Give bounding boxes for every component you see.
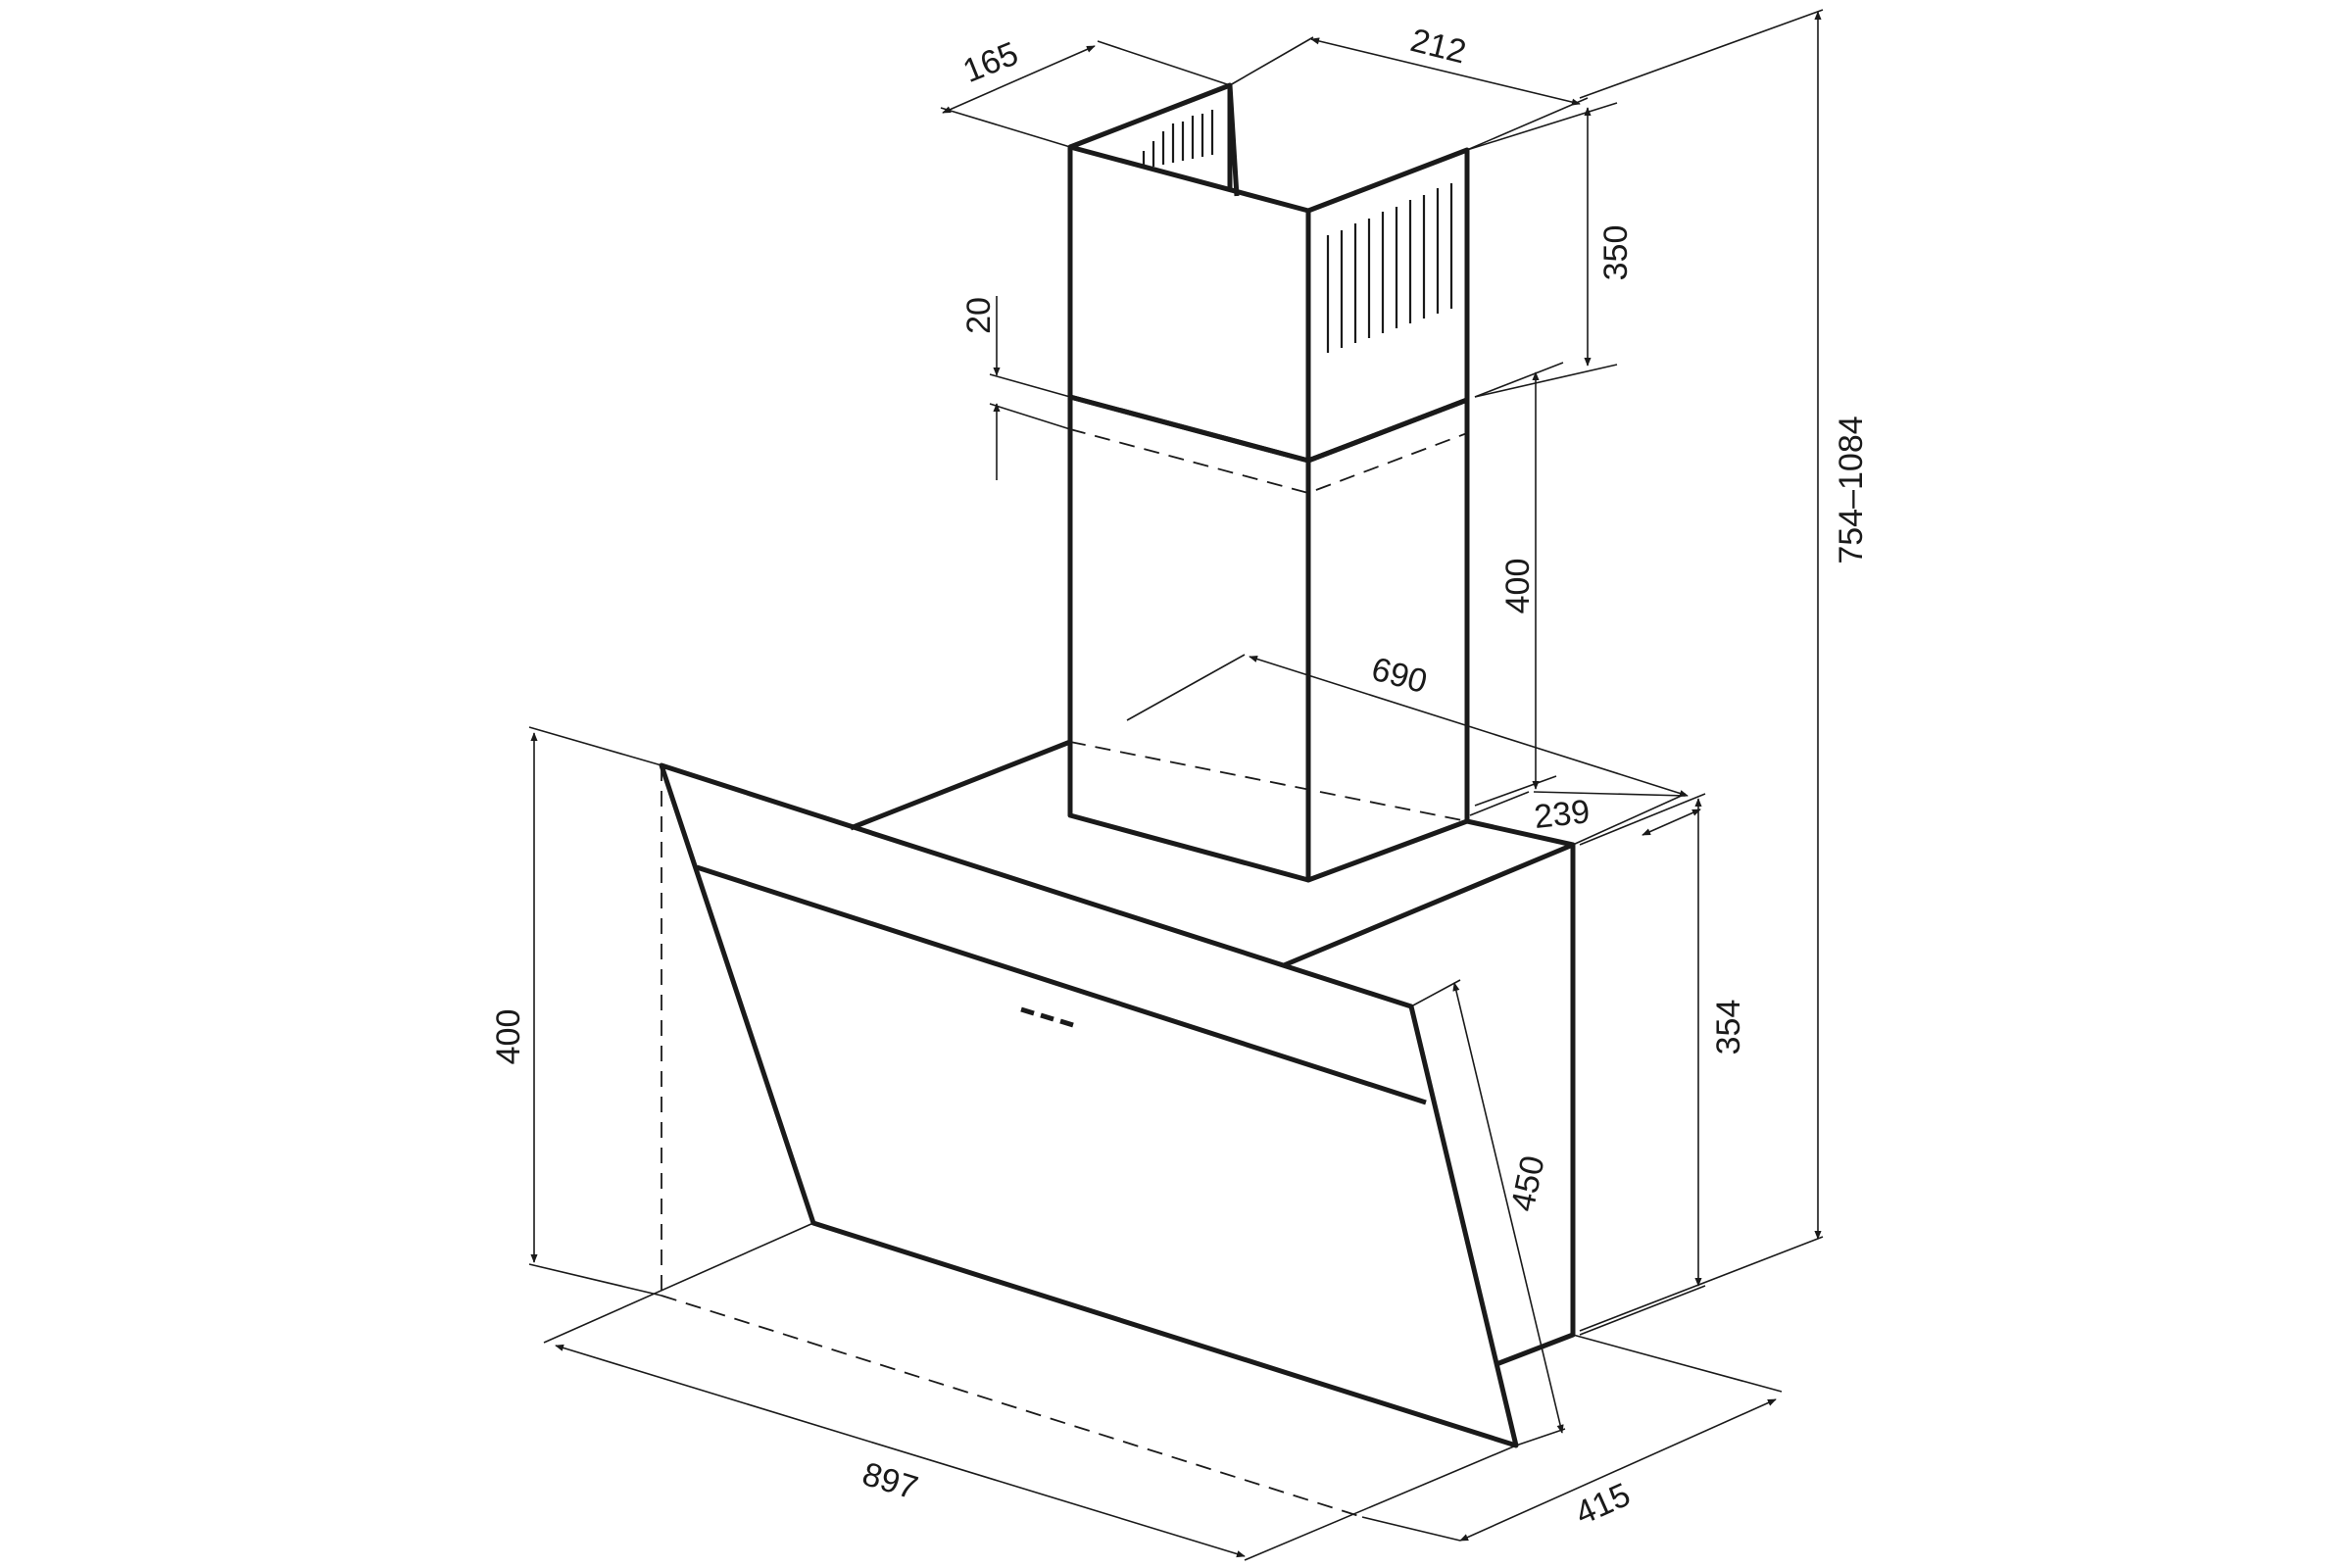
dim-label-400-hood: 400 [490,1009,527,1065]
dim-label-total-height: 754–1084 [1833,416,1870,564]
dimension-lines [530,11,1822,1558]
dim-line-415 [1459,1398,1777,1542]
dim-label-690: 690 [1368,651,1432,701]
dim-label-415: 415 [1570,1476,1636,1533]
dim-line-690 [1249,656,1689,797]
glass-panel-inner-band [696,864,1427,1105]
dim-line-165 [942,45,1096,114]
dim-line-239-leader [1533,791,1687,797]
chimney [1067,82,1470,883]
hood-body [659,739,1576,1518]
dim-label-354: 354 [1710,1000,1747,1055]
dim-line-239 [1642,808,1701,836]
vent-slots-left-icon [1142,110,1214,169]
dim-label-450: 450 [1504,1152,1552,1214]
dim-label-20: 20 [960,297,998,334]
dim-label-400-chimney: 400 [1499,559,1537,614]
dim-line-450 [1452,982,1564,1434]
dim-line-897 [555,1344,1246,1558]
body-top-back-edge [850,739,1071,831]
body-right-side [1495,845,1576,1367]
hidden-chimney-base [1069,741,1468,822]
chimney-lower-front-face [1067,394,1311,883]
dim-label-350: 350 [1597,225,1635,281]
vent-slots-right-icon [1326,183,1453,353]
chimney-upper-front-face [1067,144,1311,464]
control-indicator-dashes [1020,1006,1074,1028]
hidden-footprint-front [661,1295,1363,1518]
chimney-overlap-hidden-line [1069,428,1468,494]
dim-line-212 [1310,37,1581,106]
chimney-upper-side-face [1305,147,1470,464]
chimney-lower-side-face [1305,397,1470,883]
body-top-right-edge [1283,818,1576,968]
dim-label-239: 239 [1533,793,1592,836]
glass-front-panel [659,762,1519,1448]
dim-label-897: 897 [858,1455,922,1507]
